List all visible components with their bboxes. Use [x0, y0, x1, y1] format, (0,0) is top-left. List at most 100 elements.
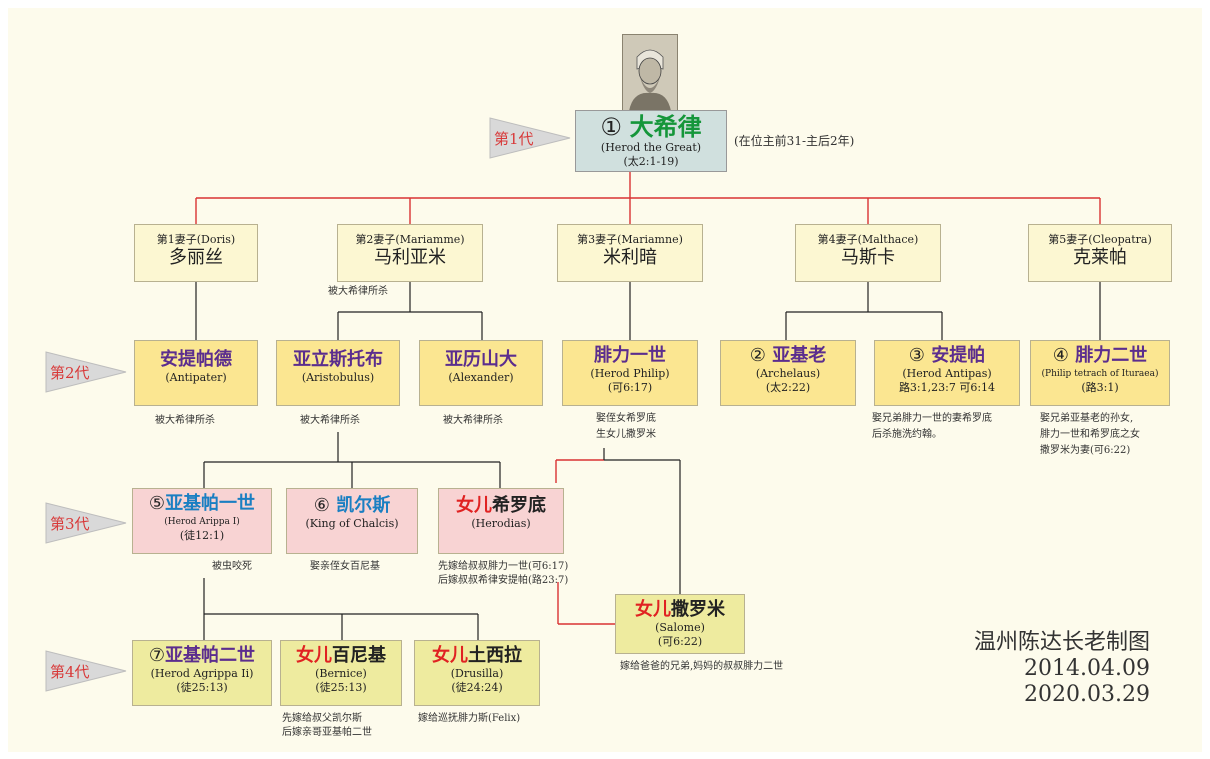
person-reference: (路3:1) [1081, 381, 1119, 394]
wife-1-box: 第1妻子(Doris) 多丽丝 [134, 224, 258, 282]
red-connectors [195, 172, 1101, 625]
person-name: 腓力一世 [594, 345, 666, 366]
person-name: 百尼基 [332, 645, 386, 666]
wife-name: 多丽丝 [169, 247, 223, 268]
agrippa-2-box: ⑦亚基帕二世 (Herod Agrippa Ii) (徒25:13) [132, 640, 272, 706]
person-number: ⑤ [148, 493, 166, 514]
generation-label-4: 第4代 [50, 663, 90, 681]
wife-label: 第2妻子(Mariamme) [355, 233, 465, 246]
herod-philip-box: 腓力一世 (Herod Philip) (可6:17) [562, 340, 698, 406]
person-english: (Herod Arippa I) [164, 517, 240, 527]
herod-reference: (太2:1-19) [623, 155, 679, 168]
person-english: (Herod Antipas) [902, 367, 992, 380]
person-name: 撒罗米 [671, 599, 725, 620]
herodias-note-1: 先嫁给叔叔腓力一世(可6:17) [438, 561, 569, 572]
wife-3-box: 第3妻子(Mariamne) 米利暗 [557, 224, 703, 282]
aristobulus-box: 亚立斯托布 (Aristobulus) [276, 340, 400, 406]
person-english: (Alexander) [448, 371, 514, 384]
person-english: (Archelaus) [755, 367, 821, 380]
philip-tetrarch-box: ④ 腓力二世 (Philip tetrach of Ituraea) (路3:1… [1030, 340, 1170, 406]
person-name: 亚基帕二世 [165, 645, 256, 666]
herod-english: (Herod the Great) [600, 141, 702, 154]
person-name: 希罗底 [492, 495, 546, 516]
person-english: (Antipater) [165, 371, 227, 384]
drusilla-note: 嫁给巡抚腓力斯(Felix) [418, 713, 521, 724]
herod-reign: (在位主前31-主后2年) [734, 134, 855, 148]
agrippa-1-note: 被虫咬死 [212, 561, 252, 572]
person-english: (Aristobulus) [301, 371, 375, 384]
wife-name: 马利亚米 [374, 247, 446, 268]
person-number: ⑦ [148, 645, 166, 666]
daughter-label: 女儿 [456, 495, 492, 516]
herodias-note-2: 后嫁叔叔希律安提帕(路23:7) [438, 575, 569, 586]
bernice-note-2: 后嫁亲哥亚基帕二世 [282, 727, 372, 738]
person-english: (Herod Philip) [590, 367, 670, 380]
agrippa-1-box: ⑤亚基帕一世 (Herod Arippa I) (徒12:1) [132, 488, 272, 554]
herodias-box: 女儿希罗底 (Herodias) [438, 488, 564, 554]
credit-date-1: 2014.04.09 [1024, 656, 1150, 681]
wife-label: 第4妻子(Malthace) [817, 233, 919, 246]
wife-label: 第5妻子(Cleopatra) [1048, 233, 1152, 246]
credit-block: 温州陈达长老制图 2014.04.09 2020.03.29 [918, 630, 1150, 708]
person-name: 亚历山大 [445, 349, 517, 370]
philip2-note-2: 腓力一世和希罗底之女 [1040, 429, 1140, 440]
wife-4-box: 第4妻子(Malthace) 马斯卡 [795, 224, 941, 282]
herod-the-great-box: ① 大希律 (Herod the Great) (太2:1-19) [575, 110, 727, 172]
antipas-note-2: 后杀施洗约翰。 [872, 429, 942, 440]
person-name: 亚基老 [772, 345, 827, 366]
wife-2-box: 第2妻子(Mariamme) 马利亚米 [337, 224, 483, 282]
black-connectors [195, 282, 1101, 640]
person-english: (Herodias) [471, 517, 531, 530]
philip2-note-1: 娶兄弟亚基老的孙女, [1040, 413, 1134, 424]
antipater-note: 被大希律所杀 [155, 415, 215, 426]
person-english: (Salome) [655, 621, 705, 634]
chalcis-box: ⑥ 凯尔斯 (King of Chalcis) [286, 488, 418, 554]
salome-note: 嫁给爸爸的兄弟,妈妈的叔叔腓力二世 [620, 661, 784, 672]
person-reference: (徒24:24) [451, 681, 503, 694]
herod-portrait [622, 34, 678, 112]
antipas-note-1: 娶兄弟腓力一世的妻希罗底 [872, 413, 992, 424]
wife-name: 米利暗 [603, 247, 657, 268]
herod-name: 大希律 [629, 113, 702, 141]
person-number: ② [749, 345, 766, 366]
antipater-box: 安提帕德 (Antipater) [134, 340, 258, 406]
person-name: 腓力二世 [1075, 345, 1148, 366]
bust-icon [623, 35, 677, 111]
person-number: ⑥ [313, 495, 330, 516]
chalcis-note: 娶亲侄女百尼基 [310, 561, 380, 572]
archelaus-box: ② 亚基老 (Archelaus) (太2:22) [720, 340, 856, 406]
wife-5-box: 第5妻子(Cleopatra) 克莱帕 [1028, 224, 1172, 282]
person-name: 亚基帕一世 [165, 493, 256, 514]
bernice-box: 女儿百尼基 (Bernice) (徒25:13) [280, 640, 402, 706]
person-english: (Philip tetrach of Ituraea) [1041, 369, 1159, 379]
wife-label: 第3妻子(Mariamne) [577, 233, 683, 246]
salome-box: 女儿撒罗米 (Salome) (可6:22) [615, 594, 745, 654]
philip-note-2: 生女儿撒罗米 [596, 429, 656, 440]
daughter-label: 女儿 [432, 645, 468, 666]
wife-2-note: 被大希律所杀 [328, 286, 388, 297]
person-reference: (徒12:1) [179, 529, 225, 542]
person-name: 亚立斯托布 [293, 349, 383, 370]
generation-label-3: 第3代 [50, 515, 90, 533]
wife-name: 马斯卡 [841, 247, 895, 268]
person-reference: (徒25:13) [315, 681, 367, 694]
generation-label-2: 第2代 [50, 364, 90, 382]
person-english: (Bernice) [315, 667, 367, 680]
generation-label-1: 第1代 [494, 130, 534, 148]
person-reference: (可6:22) [657, 635, 703, 648]
person-english: (King of Chalcis) [305, 517, 399, 530]
antipas-box: ③ 安提帕 (Herod Antipas) 路3:1,23:7 可6:14 [874, 340, 1020, 406]
person-english: (Drusilla) [450, 667, 504, 680]
person-english: (Herod Agrippa Ii) [150, 667, 254, 680]
person-reference: (太2:22) [765, 381, 811, 394]
person-reference: (可6:17) [607, 381, 653, 394]
credit-author: 温州陈达长老制图 [973, 630, 1150, 655]
person-name: 凯尔斯 [336, 495, 391, 516]
philip2-note-3: 撒罗米为妻(可6:22) [1040, 445, 1131, 456]
person-name: 安提帕德 [160, 349, 232, 370]
alexander-box: 亚历山大 (Alexander) [419, 340, 543, 406]
wife-label: 第1妻子(Doris) [156, 233, 236, 246]
person-number: ③ [908, 345, 925, 366]
wife-name: 克莱帕 [1073, 247, 1127, 268]
